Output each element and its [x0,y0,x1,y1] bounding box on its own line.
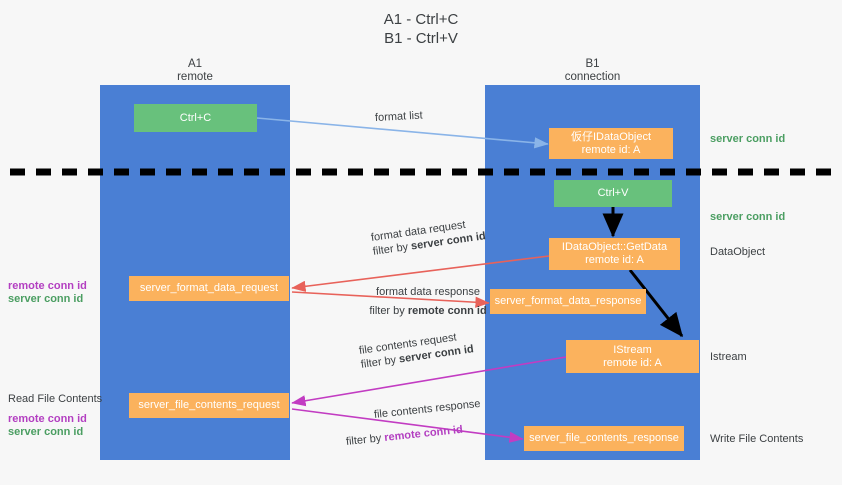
edge-file-contents-response [291,408,524,443]
node-server-format-data-response[interactable]: server_format_data_response [490,289,646,314]
edge-format-data-response [291,291,490,308]
node-idataobject-create-line2: remote id: A [581,143,641,156]
annotation-server-conn-id-top: server conn id [710,133,786,145]
annotation-server-conn-id-1: server conn id [8,293,84,305]
edge-format-data-request [291,255,550,292]
filter-prefix: filter by [345,432,385,448]
edge-label-format-data-response: format data response filter by remote co… [338,285,518,318]
node-server-file-contents-request-label: server_file_contents_request [138,399,280,411]
annotation-server-conn-id-mid: server conn id [710,211,786,223]
node-server-format-data-request-label: server_format_data_request [139,282,279,294]
annotation-write-file-contents: Write File Contents [710,433,804,445]
annotation-remote-conn-id-2: remote conn id [8,413,87,425]
node-ctrl-c[interactable]: Ctrl+C [134,104,257,132]
node-idataobject-create[interactable]: 仮仔IDataObject remote id: A [549,128,673,159]
node-idataobject-create-line1: 仮仔IDataObject [570,130,652,143]
node-ctrl-c-label: Ctrl+C [179,111,212,124]
lane-header-b1-role: connection [564,71,621,83]
filter-prefix: filter by [369,305,408,317]
lane-header-a1-role: remote [177,71,213,83]
node-istream-line2: remote id: A [603,356,662,369]
node-server-format-data-request[interactable]: server_format_data_request [129,276,289,301]
edge-label-format-list: format list [374,109,423,124]
edge-file-contents-request [291,356,567,407]
page-title: A1 - Ctrl+C B1 - Ctrl+V [0,10,842,48]
annotation-dataobject: DataObject [710,246,766,258]
edge-format-list [256,117,549,149]
lane-header-b1-name: B1 [585,58,600,70]
node-getdata-line1: IDataObject::GetData [561,241,668,253]
title-line-2: B1 - Ctrl+V [384,30,458,47]
lane-header-b1: B1 connection [485,58,700,84]
node-istream[interactable]: IStream remote id: A [566,340,699,373]
node-getdata-line2: remote id: A [585,254,644,266]
node-server-format-data-response-label: server_format_data_response [494,295,642,307]
node-getdata[interactable]: IDataObject::GetData remote id: A [549,238,680,270]
filter-value-remote-conn-id: remote conn id [407,305,487,317]
title-line-1: A1 - Ctrl+C [383,11,459,28]
edge-label-format-data-response-text: format data response [376,286,480,298]
annotation-istream: Istream [710,351,747,363]
annotation-remote-conn-id-1: remote conn id [8,280,87,292]
annotation-read-file-contents: Read File Contents [8,393,103,405]
node-server-file-contents-response-label: server_file_contents_response [529,432,679,444]
lane-header-a1: A1 remote [100,58,290,84]
annotation-server-conn-id-2: server conn id [8,426,84,438]
node-istream-line1: IStream [613,343,652,356]
node-server-file-contents-response[interactable]: server_file_contents_response [524,426,684,451]
node-ctrl-v-label: Ctrl+V [597,187,629,199]
lane-header-a1-name: A1 [187,58,203,70]
node-server-file-contents-request[interactable]: server_file_contents_request [129,393,289,418]
edge-getdata-to-istream [628,269,684,338]
node-ctrl-v[interactable]: Ctrl+V [554,180,672,207]
edge-label-format-data-response-filter: filter by remote conn id [338,304,518,318]
